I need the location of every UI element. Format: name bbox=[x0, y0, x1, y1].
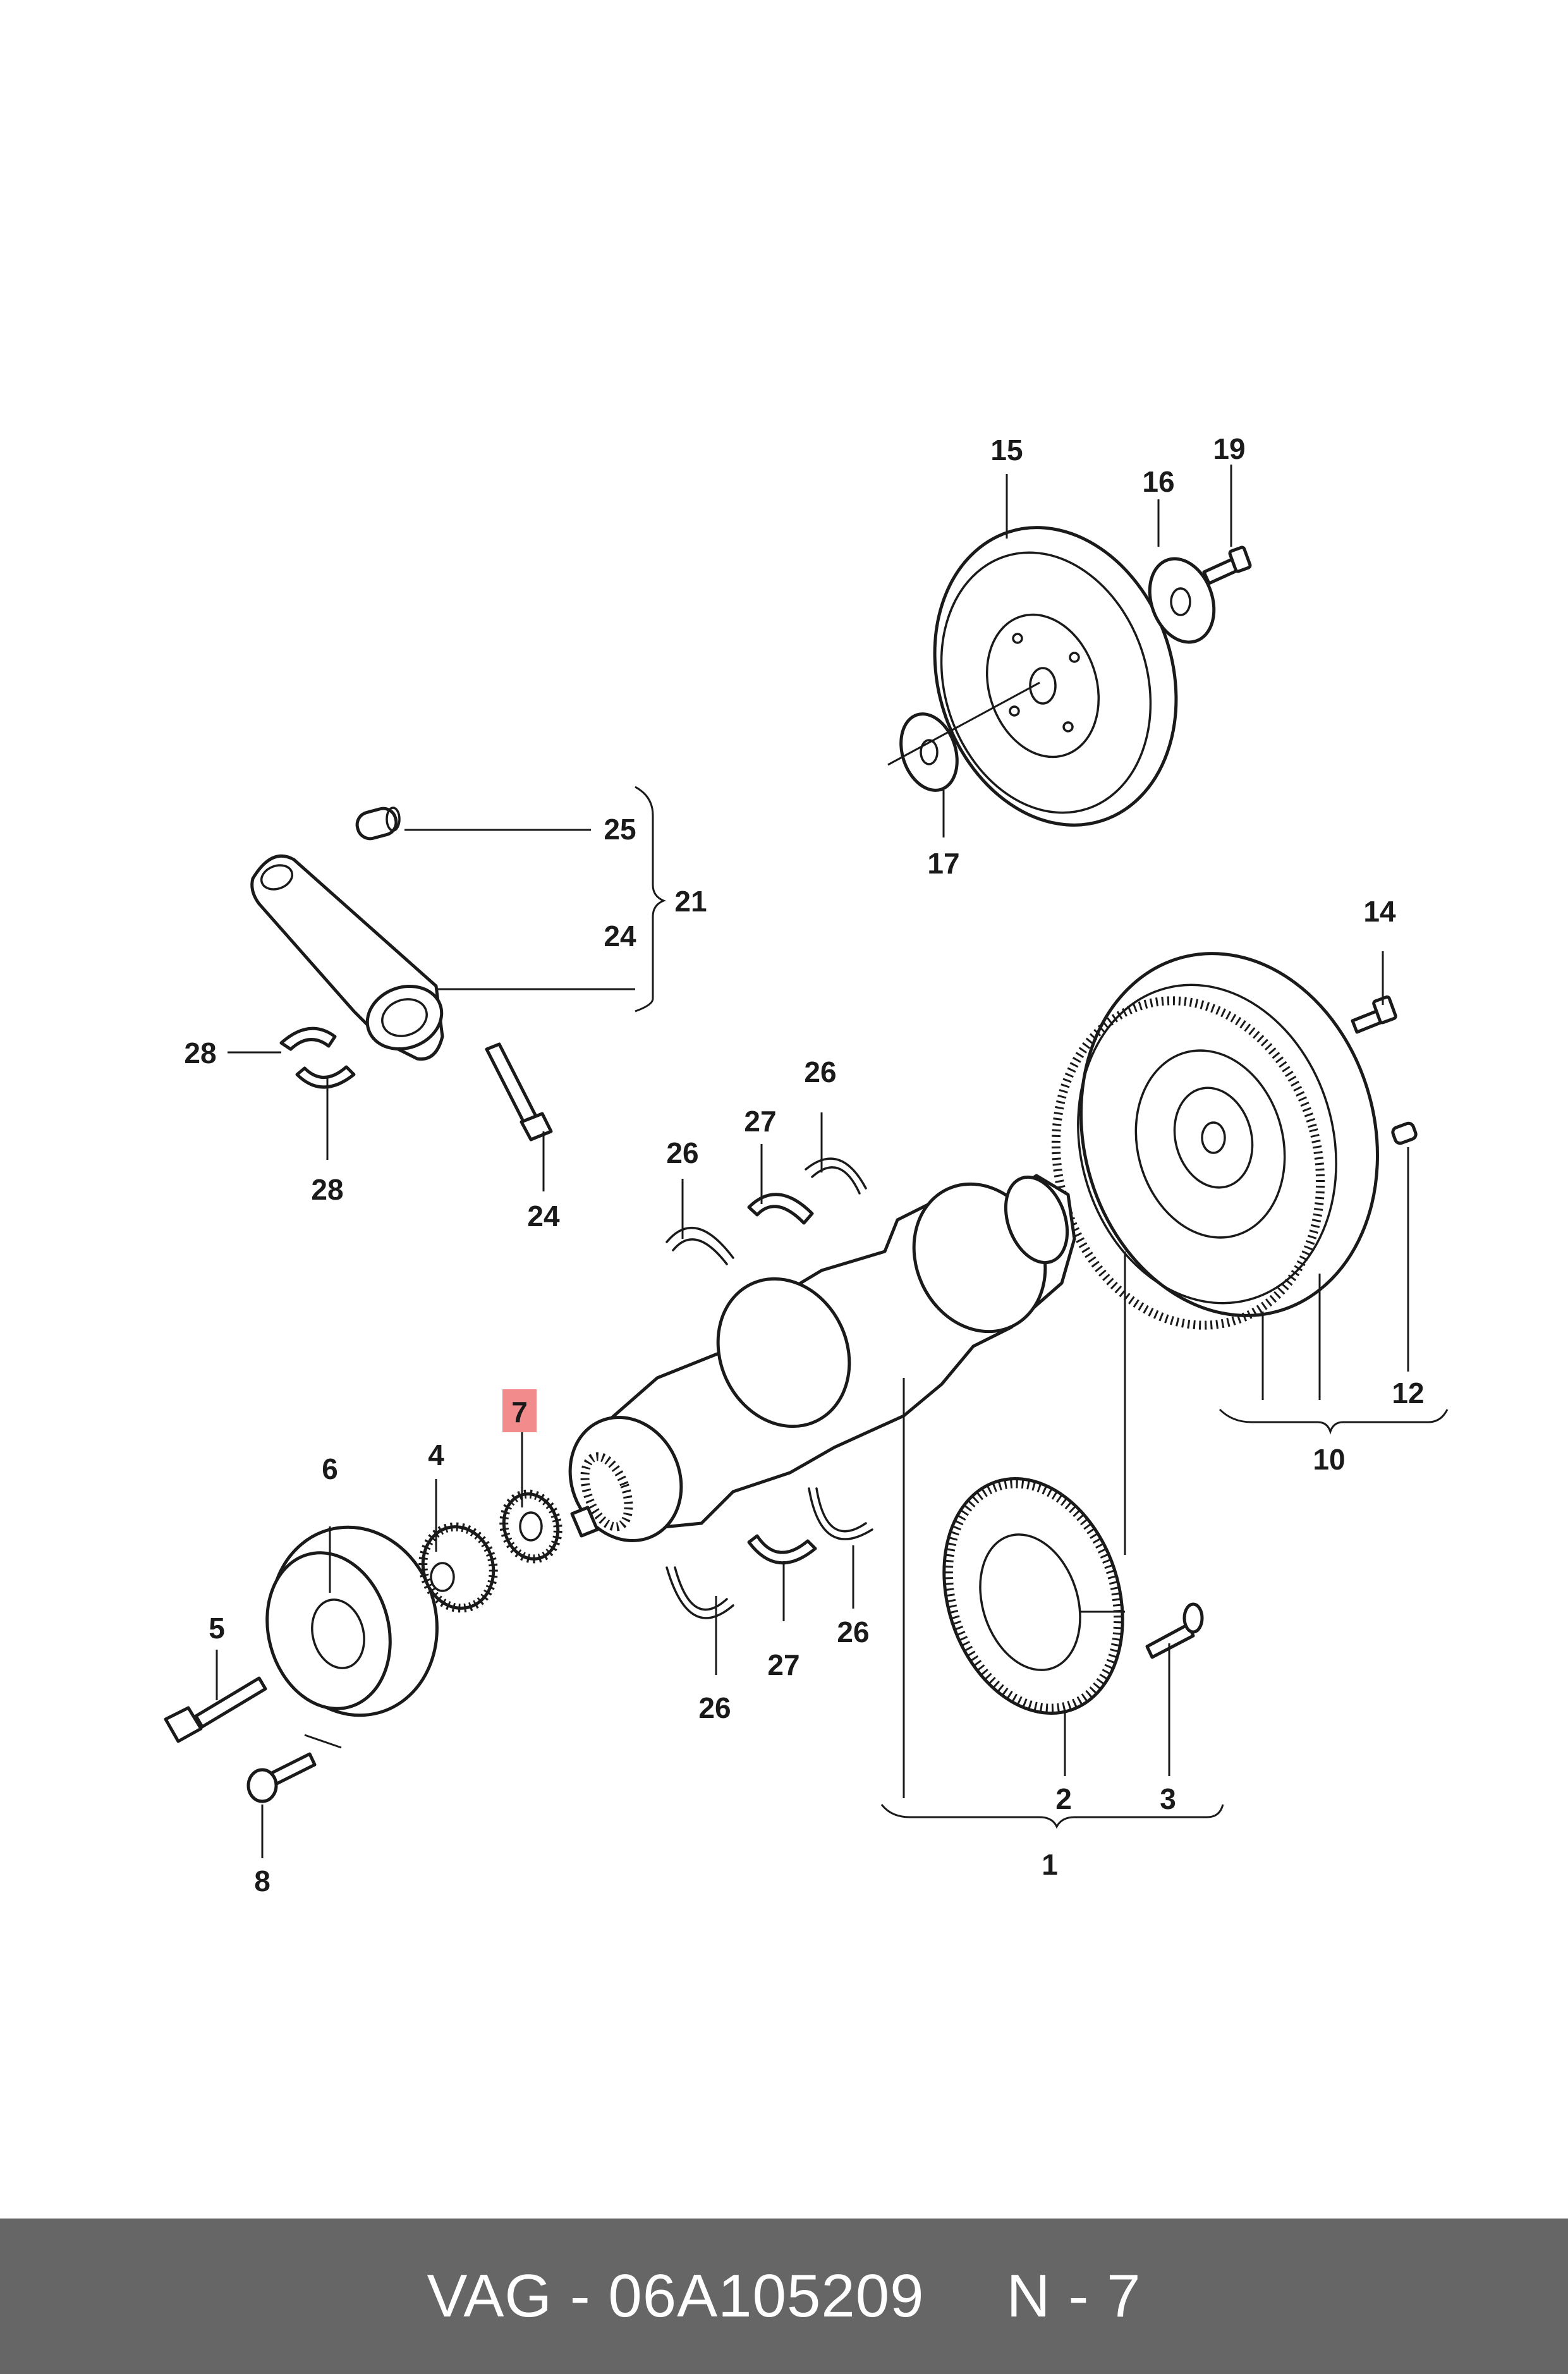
small-end-bush-25 bbox=[355, 807, 401, 841]
shim-plate-17 bbox=[899, 712, 959, 792]
callout-16: 16 bbox=[1142, 465, 1174, 498]
callout-6: 6 bbox=[322, 1452, 338, 1485]
rod-bolt-24 bbox=[485, 1042, 553, 1141]
flexplate-15 bbox=[933, 526, 1178, 827]
callout-5: 5 bbox=[209, 1612, 225, 1645]
callout-26-bottom-left: 26 bbox=[698, 1691, 731, 1724]
bearing-shell-28-lower bbox=[295, 1065, 356, 1089]
shim-plate-16 bbox=[1148, 557, 1216, 644]
ring-gear-2 bbox=[942, 1477, 1124, 1715]
bolt-14 bbox=[1351, 995, 1397, 1034]
callout-27-bottom: 27 bbox=[767, 1648, 799, 1681]
part-reference-footer: VAG - 06A105209 N - 7 bbox=[0, 2219, 1568, 2374]
position-label: N - 7 bbox=[1006, 2262, 1141, 2330]
part-number-label: VAG - 06A105209 bbox=[427, 2262, 925, 2330]
callout-26-bottom-right: 26 bbox=[837, 1616, 869, 1648]
crankshaft-1 bbox=[568, 1174, 1076, 1542]
exploded-parts-diagram: 15 16 19 17 25 21 24 28 28 24 26 27 26 1… bbox=[164, 432, 1449, 1897]
callout-26-top-left: 26 bbox=[666, 1136, 698, 1169]
thrust-washer-26-bottom-right bbox=[808, 1487, 873, 1540]
bolt-19 bbox=[1202, 545, 1252, 585]
callout-12: 12 bbox=[1392, 1377, 1424, 1409]
callout-3: 3 bbox=[1160, 1782, 1176, 1815]
sprocket-4 bbox=[418, 1522, 498, 1613]
callout-7: 7 bbox=[511, 1396, 528, 1428]
thrust-washer-26-top-right bbox=[805, 1157, 867, 1195]
bolt-3 bbox=[1145, 1602, 1204, 1659]
main-bearing-27-top bbox=[747, 1193, 814, 1225]
callout-7-highlight bbox=[502, 1389, 537, 1432]
thrust-washer-26-top-left bbox=[665, 1226, 734, 1265]
callout-8: 8 bbox=[254, 1865, 270, 1897]
callout-24-bolt: 24 bbox=[527, 1200, 560, 1233]
dowel-pin-12 bbox=[1391, 1121, 1418, 1145]
connecting-rod-24 bbox=[250, 854, 444, 1061]
bolt-5 bbox=[164, 1676, 267, 1743]
main-bearing-27-bottom bbox=[747, 1534, 817, 1565]
callout-labels: 15 16 19 17 25 21 24 28 28 24 26 27 26 1… bbox=[184, 432, 1424, 1897]
callout-17: 17 bbox=[927, 847, 959, 880]
callout-15: 15 bbox=[990, 434, 1023, 466]
thrust-washer-26-bottom-left bbox=[665, 1566, 734, 1619]
bearing-shell-28-upper bbox=[279, 1026, 337, 1051]
callout-25: 25 bbox=[604, 813, 636, 846]
leader-lines bbox=[216, 465, 1449, 1858]
bolt-8 bbox=[246, 1752, 317, 1803]
callout-1: 1 bbox=[1042, 1848, 1058, 1881]
callout-2: 2 bbox=[1055, 1782, 1072, 1815]
callout-14: 14 bbox=[1363, 895, 1396, 928]
callout-26-top-right: 26 bbox=[804, 1056, 836, 1088]
callout-28-lower: 28 bbox=[311, 1173, 343, 1206]
callout-24-rod: 24 bbox=[604, 920, 636, 953]
pulley-6 bbox=[265, 1525, 439, 1717]
callout-10: 10 bbox=[1313, 1443, 1345, 1476]
callout-21: 21 bbox=[674, 885, 707, 918]
dual-mass-flywheel-10 bbox=[1051, 952, 1379, 1330]
callout-19: 19 bbox=[1213, 432, 1245, 465]
callout-28-upper: 28 bbox=[184, 1037, 216, 1069]
callout-27-top: 27 bbox=[744, 1105, 776, 1138]
gear-7 bbox=[499, 1489, 562, 1564]
callout-4: 4 bbox=[428, 1439, 444, 1471]
